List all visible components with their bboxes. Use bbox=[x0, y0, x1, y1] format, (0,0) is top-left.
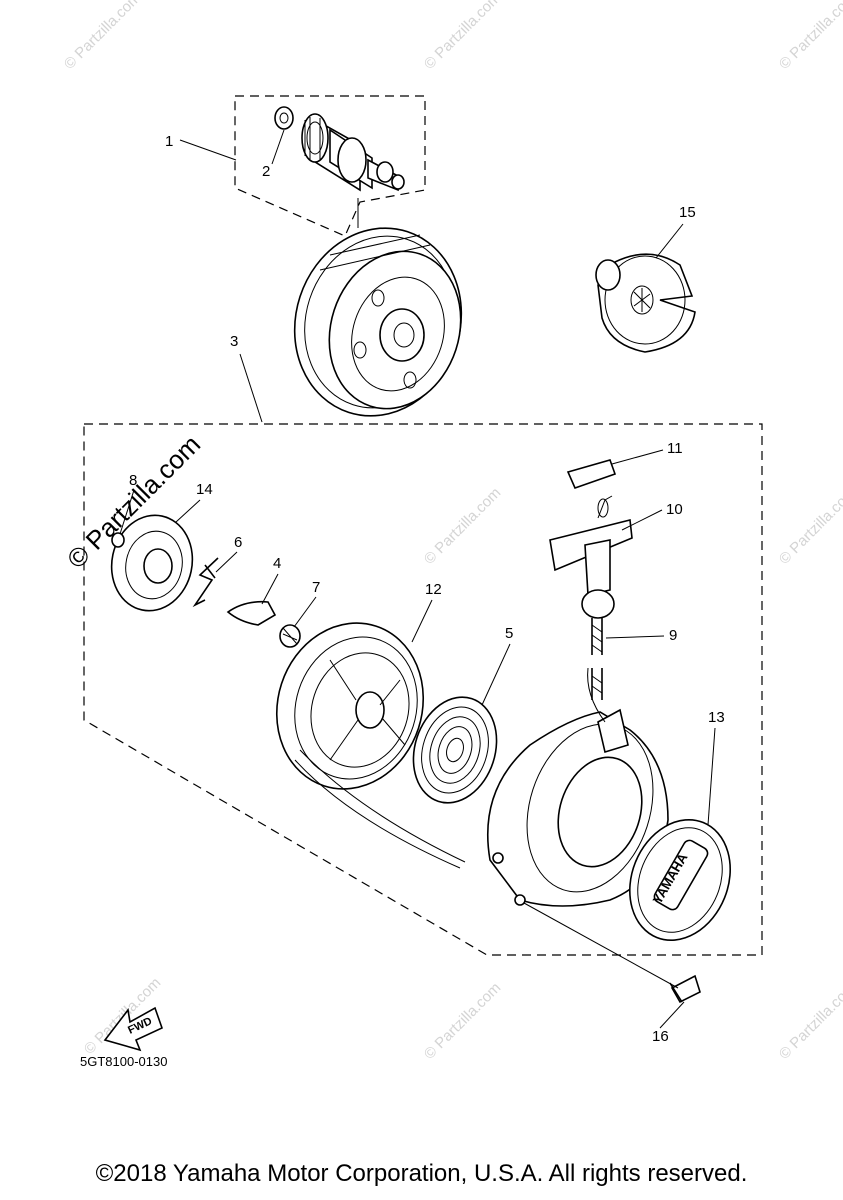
part-drive-pulley bbox=[595, 253, 696, 353]
group-box-1 bbox=[234, 95, 426, 237]
callout-label: 3 bbox=[230, 333, 238, 350]
callout-label: 7 bbox=[312, 579, 320, 596]
rope-route bbox=[294, 749, 466, 869]
callout-label: 15 bbox=[679, 204, 696, 221]
callout-label: 5 bbox=[505, 625, 513, 642]
assembly-line bbox=[523, 902, 679, 989]
part-reel bbox=[275, 622, 425, 790]
callout-label: 9 bbox=[669, 627, 677, 644]
rope-route bbox=[587, 667, 606, 723]
watermark: © Partzilla.com bbox=[421, 484, 504, 567]
part-cover-plate bbox=[110, 514, 194, 612]
watermark: © Partzilla.com bbox=[776, 0, 843, 73]
part-spring bbox=[279, 624, 301, 648]
callout-label: 8 bbox=[129, 472, 137, 489]
callout-label: 12 bbox=[425, 581, 442, 598]
callout-label: 1 bbox=[165, 133, 173, 150]
fwd-arrow-icon: FWD bbox=[103, 1006, 163, 1052]
part-rope bbox=[591, 618, 603, 700]
watermark: © Partzilla.com bbox=[421, 979, 504, 1062]
part-recoil-spring bbox=[412, 696, 498, 804]
callout-label: 10 bbox=[666, 501, 683, 518]
watermark: © Partzilla.com bbox=[61, 0, 144, 73]
diagram-code: 5GT8100-0130 bbox=[80, 1054, 167, 1069]
part-washer bbox=[274, 106, 294, 130]
part-flywheel bbox=[293, 227, 463, 417]
callout-label: 11 bbox=[667, 440, 683, 457]
callout-label: 4 bbox=[273, 555, 281, 572]
watermark: © Partzilla.com bbox=[776, 979, 843, 1062]
watermark: © Partzilla.com bbox=[421, 0, 504, 73]
part-handle-cap bbox=[566, 459, 617, 490]
part-starter-handle bbox=[549, 495, 633, 619]
callouts: 1 2 3 4 5 6 7 8 9 10 11 12 13 14 15 16 bbox=[119, 129, 725, 1045]
part-case bbox=[486, 708, 669, 907]
callout-label: 6 bbox=[234, 534, 242, 551]
part-pawl bbox=[226, 600, 277, 626]
part-bolt bbox=[669, 974, 701, 1004]
part-spring-clip bbox=[192, 557, 219, 608]
group-box-3 bbox=[83, 423, 763, 956]
part-emblem: YAMAHA bbox=[628, 818, 732, 942]
copyright-notice: ©2018 Yamaha Motor Corporation, U.S.A. A… bbox=[95, 1160, 748, 1187]
callout-label: 16 bbox=[652, 1028, 669, 1045]
callout-label: 13 bbox=[708, 709, 725, 726]
part-starter-shaft bbox=[301, 113, 405, 192]
watermark: © Partzilla.com bbox=[776, 484, 843, 567]
callout-label: 14 bbox=[196, 481, 213, 498]
callout-label: 2 bbox=[262, 163, 270, 180]
